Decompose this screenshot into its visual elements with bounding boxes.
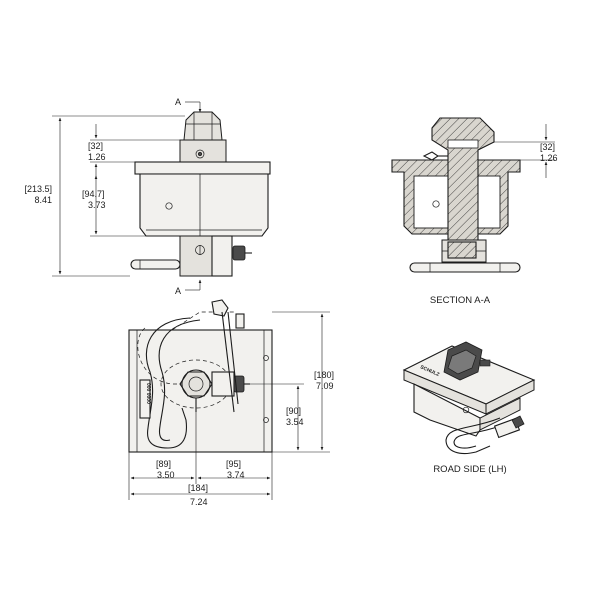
set-screw-icon	[195, 149, 205, 159]
dim-section-flange-in: 1.26	[540, 153, 558, 163]
dim-width-right-in: 3.74	[227, 470, 245, 480]
top-handle-hook	[145, 317, 191, 449]
dim-width-left-mm: [89]	[156, 459, 171, 469]
lower-housing	[179, 235, 213, 277]
section-marker-top: A	[175, 97, 181, 107]
serial-plate	[139, 379, 151, 419]
dim-depth-center-mm: [90]	[286, 406, 301, 416]
side-bracket	[211, 235, 233, 277]
top-view: 000 0000 [180] 7.09 [90] 3.54 [89] 3.50	[128, 299, 334, 507]
receiver-body	[139, 173, 269, 237]
dim-body-height-in: 3.73	[88, 200, 106, 210]
body-hole	[165, 202, 173, 210]
dim-flange-mm: [32]	[88, 141, 103, 151]
dim-height-total-mm: [213.5]	[24, 184, 52, 194]
dim-height-total-in: 8.41	[34, 195, 52, 205]
bracket-bolt	[232, 245, 246, 261]
dim-width-right-mm: [95]	[226, 459, 241, 469]
serial-plate-text: 000 0000	[145, 383, 151, 404]
hidden-handle-path	[137, 327, 196, 385]
top-hex-nut	[183, 111, 223, 141]
release-handle	[130, 259, 181, 270]
dim-section-flange-mm: [32]	[540, 142, 555, 152]
top-clip	[235, 313, 245, 329]
caption-section: SECTION A-A	[430, 295, 491, 306]
dim-depth-total-in: 7.09	[316, 381, 334, 391]
dim-width-total-in: 7.24	[190, 497, 208, 507]
road-side-view: SCHULZ ROAD SIDE (LH)	[402, 341, 536, 475]
dim-width-total-mm: [184]	[188, 483, 208, 493]
dim-body-height-mm: [94.7]	[82, 189, 105, 199]
section-view: [32] 1.26 SECTION A-A	[391, 117, 558, 306]
caption-road-side: ROAD SIDE (LH)	[433, 464, 506, 475]
section-marker-bottom: A	[175, 286, 181, 296]
section-handle	[409, 262, 521, 273]
dim-width-left-in: 3.50	[157, 470, 175, 480]
dim-depth-center-in: 3.54	[286, 417, 304, 427]
section-king-pin	[431, 117, 495, 251]
dim-depth-total-mm: [180]	[314, 370, 334, 380]
front-view: A A [213.5] 8.41	[24, 97, 271, 296]
dim-flange-in: 1.26	[88, 152, 106, 162]
iso-handle-hook	[445, 417, 501, 455]
mounting-flange	[134, 161, 271, 175]
